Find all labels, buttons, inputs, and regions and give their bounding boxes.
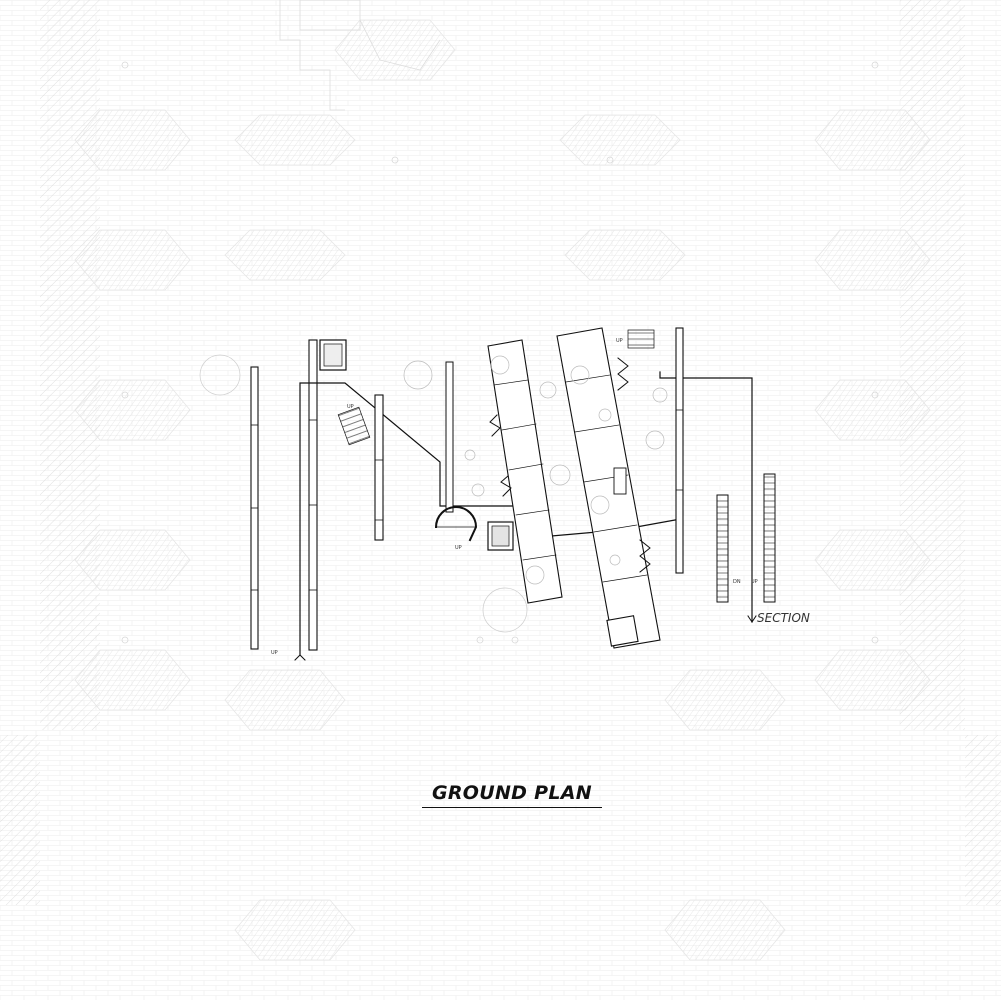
tree-canopies [74, 19, 931, 961]
plan-linework [250, 327, 776, 661]
dn-label-right: DN [733, 579, 741, 585]
title-block: GROUND PLAN [420, 782, 604, 808]
angled-volume-1 [487, 339, 563, 604]
mid-rail [374, 394, 384, 541]
right-rail-1 [675, 327, 684, 574]
up-label-stair: UP [347, 404, 354, 410]
plan-title: GROUND PLAN [431, 782, 593, 804]
stair-left [337, 406, 371, 446]
up-label-entry: UP [455, 545, 462, 551]
interior-furniture [199, 354, 668, 633]
up-label-right: UP [751, 579, 758, 585]
up-label-top: UP [616, 338, 623, 344]
title-underline [422, 807, 602, 808]
right-stairs [716, 473, 776, 603]
left-rail [250, 366, 259, 650]
column-markers [121, 61, 879, 644]
plan-labels: SECTION UP UP UP UP UP DN [271, 338, 810, 656]
entry-arc [434, 506, 478, 542]
up-label-left: UP [271, 650, 278, 656]
center-left-rail [445, 361, 454, 513]
upper-structure [279, 0, 441, 111]
angled-volume-2 [556, 327, 661, 649]
section-label: SECTION [757, 611, 810, 625]
tall-rail [308, 339, 347, 651]
stair-top [627, 329, 655, 349]
